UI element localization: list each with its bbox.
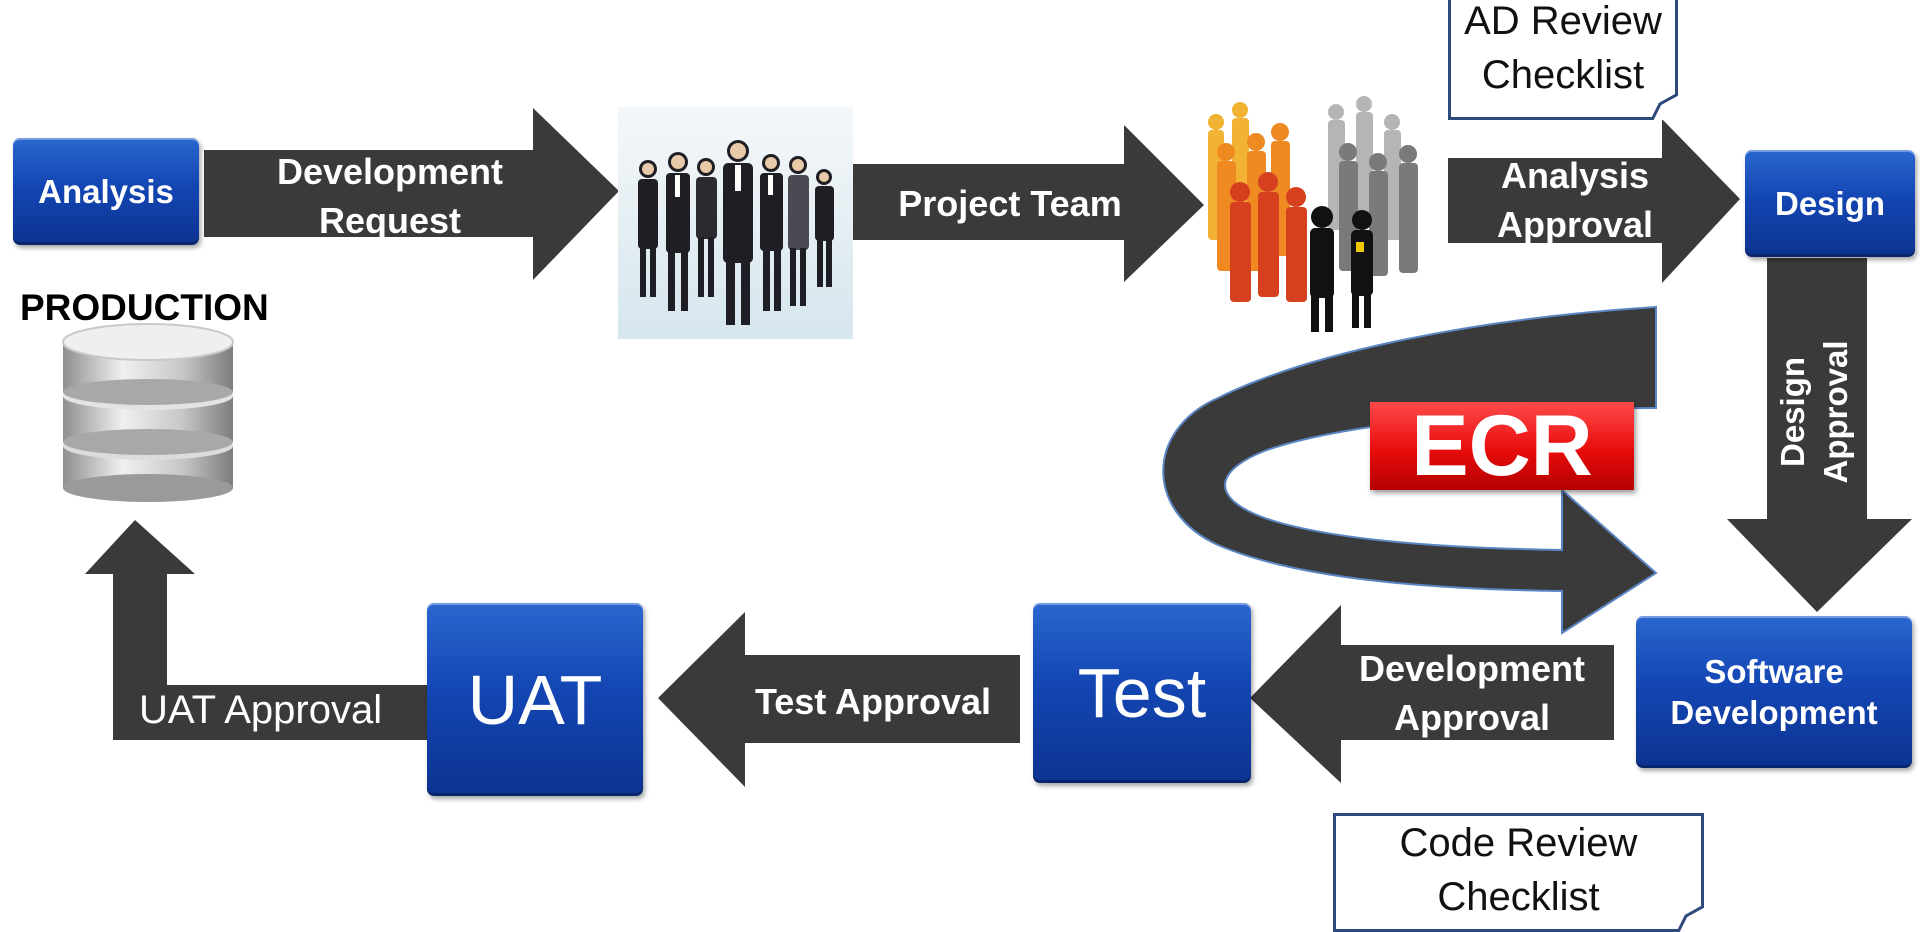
arrow-test-approval bbox=[658, 612, 1020, 787]
uat-label: UAT bbox=[467, 660, 603, 739]
arrow-development-request bbox=[204, 108, 619, 280]
ad-review-line2: Checklist bbox=[1481, 53, 1645, 97]
development-request-line1: Development bbox=[276, 151, 504, 192]
crowd-silhouette-icon bbox=[1208, 96, 1418, 332]
software-development-label-line2: Development bbox=[1670, 694, 1878, 731]
ad-review-line1: AD Review bbox=[1464, 0, 1662, 43]
design-approval-line1: Design bbox=[1774, 356, 1812, 468]
analysis-node: Analysis bbox=[13, 138, 199, 245]
development-request-line2: Request bbox=[318, 199, 462, 241]
analysis-label: Analysis bbox=[38, 172, 174, 210]
development-approval-line1: Development bbox=[1358, 648, 1586, 689]
design-approval-label: Design Approval bbox=[1765, 317, 1865, 507]
production-label: PRODUCTION bbox=[20, 287, 269, 328]
development-approval-line2: Approval bbox=[1393, 696, 1551, 738]
test-approval-label: Test Approval bbox=[754, 681, 992, 722]
arrow-design-approval bbox=[1727, 258, 1912, 612]
ecr-label: ECR bbox=[1411, 397, 1593, 494]
analysis-approval-line1: Analysis bbox=[1500, 155, 1650, 196]
code-review-line1: Code Review bbox=[1399, 821, 1638, 865]
note-fold-icon bbox=[1678, 906, 1704, 932]
ecr-badge: ECR bbox=[1370, 398, 1634, 494]
business-team-photo-icon bbox=[618, 107, 853, 339]
software-development-node: Software Development bbox=[1636, 616, 1912, 768]
uat-approval-label: UAT Approval bbox=[139, 688, 383, 732]
database-cylinder-icon bbox=[62, 323, 234, 502]
development-request-label: Development Request bbox=[250, 148, 530, 245]
ad-review-checklist-note: AD Review Checklist bbox=[1448, 0, 1678, 120]
design-label: Design bbox=[1774, 184, 1886, 222]
design-node: Design bbox=[1745, 150, 1915, 257]
note-fold-icon bbox=[1652, 94, 1678, 120]
development-approval-label: Development Approval bbox=[1322, 645, 1622, 742]
test-label: Test bbox=[1077, 654, 1207, 732]
uat-node: UAT bbox=[427, 603, 643, 796]
code-review-line2: Checklist bbox=[1437, 875, 1600, 919]
analysis-approval-label: Analysis Approval bbox=[1452, 152, 1698, 249]
arrow-project-team bbox=[851, 125, 1204, 282]
software-development-label-line1: Software bbox=[1704, 652, 1844, 690]
analysis-approval-line2: Approval bbox=[1496, 203, 1654, 245]
code-review-checklist-note: Code Review Checklist bbox=[1333, 813, 1704, 932]
test-node: Test bbox=[1033, 603, 1251, 783]
arrow-uat-approval bbox=[85, 520, 427, 740]
project-team-label: Project Team bbox=[898, 183, 1122, 224]
arrow-development-approval bbox=[1250, 605, 1614, 783]
arrow-ecr-loop bbox=[1162, 305, 1658, 635]
arrow-analysis-approval bbox=[1448, 119, 1740, 283]
design-approval-line2: Approval bbox=[1817, 340, 1854, 484]
